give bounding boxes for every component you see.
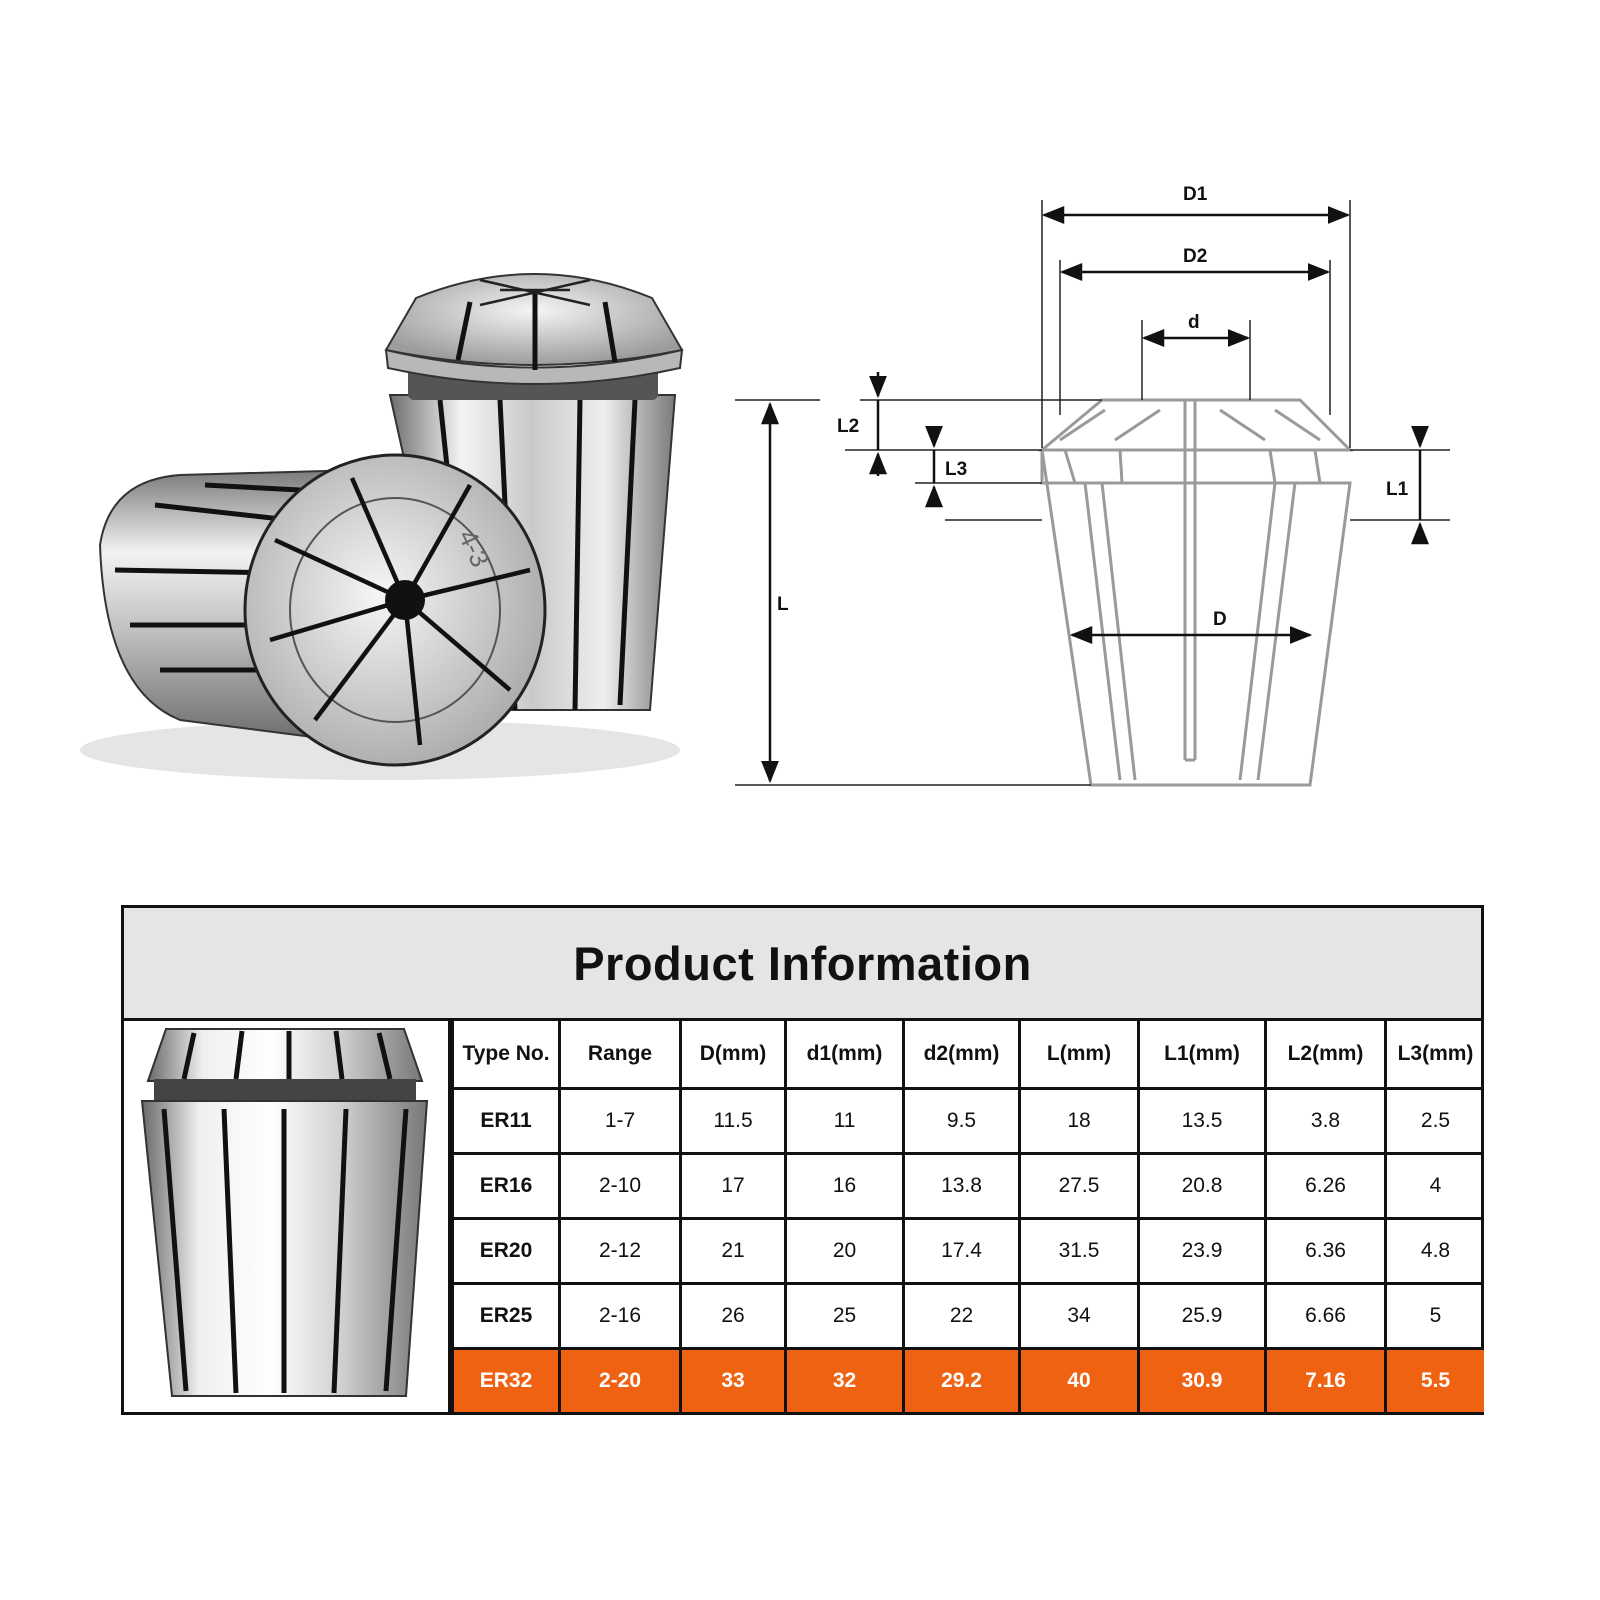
cell-l1: 13.5 bbox=[1137, 1087, 1267, 1155]
cell-range: 2-20 bbox=[558, 1347, 682, 1412]
label-L2: L2 bbox=[837, 416, 859, 437]
cell-type: ER20 bbox=[451, 1217, 561, 1285]
col-l3: L3(mm) bbox=[1384, 1021, 1484, 1090]
table-row: ER20 2-12 21 20 17.4 31.5 23.9 6.36 4.8 bbox=[451, 1217, 1484, 1285]
cell-l: 31.5 bbox=[1018, 1217, 1140, 1285]
cell-range: 2-12 bbox=[558, 1217, 682, 1285]
label-d: d bbox=[1188, 312, 1200, 333]
col-d1: d1(mm) bbox=[784, 1021, 905, 1090]
cell-type: ER11 bbox=[451, 1087, 561, 1155]
cell-type: ER32 bbox=[451, 1347, 561, 1412]
col-l1: L1(mm) bbox=[1137, 1021, 1267, 1090]
table-row: ER25 2-16 26 25 22 34 25.9 6.66 5 bbox=[451, 1282, 1484, 1350]
cell-d1: 20 bbox=[784, 1217, 905, 1285]
cell-l3: 4 bbox=[1384, 1152, 1484, 1220]
cell-l2: 7.16 bbox=[1264, 1347, 1387, 1412]
cell-l2: 3.8 bbox=[1264, 1087, 1387, 1155]
label-D: D bbox=[1213, 609, 1227, 630]
cell-d1: 32 bbox=[784, 1347, 905, 1412]
cell-d: 33 bbox=[679, 1347, 787, 1412]
cell-type: ER16 bbox=[451, 1152, 561, 1220]
cell-l1: 23.9 bbox=[1137, 1217, 1267, 1285]
cell-d1: 25 bbox=[784, 1282, 905, 1350]
col-l: L(mm) bbox=[1018, 1021, 1140, 1090]
col-range: Range bbox=[558, 1021, 682, 1090]
cell-l2: 6.36 bbox=[1264, 1217, 1387, 1285]
table-header-row: Type No. Range D(mm) d1(mm) d2(mm) L(mm)… bbox=[451, 1021, 1484, 1090]
cell-d: 11.5 bbox=[679, 1087, 787, 1155]
cell-l1: 20.8 bbox=[1137, 1152, 1267, 1220]
col-d: D(mm) bbox=[679, 1021, 787, 1090]
cell-l: 34 bbox=[1018, 1282, 1140, 1350]
cell-l1: 25.9 bbox=[1137, 1282, 1267, 1350]
label-D2: D2 bbox=[1183, 246, 1207, 267]
product-info-panel: Product Information bbox=[121, 905, 1484, 1415]
cell-type: ER25 bbox=[451, 1282, 561, 1350]
product-info-header: Product Information bbox=[124, 908, 1481, 1021]
cell-d: 17 bbox=[679, 1152, 787, 1220]
col-l2: L2(mm) bbox=[1264, 1021, 1387, 1090]
cell-l: 27.5 bbox=[1018, 1152, 1140, 1220]
dimension-drawing: D1 D2 d L2 L3 L1 L D bbox=[730, 170, 1490, 820]
cell-d: 21 bbox=[679, 1217, 787, 1285]
product-info-title: Product Information bbox=[573, 936, 1032, 990]
cell-l3: 4.8 bbox=[1384, 1217, 1484, 1285]
table-row: ER16 2-10 17 16 13.8 27.5 20.8 6.26 4 bbox=[451, 1152, 1484, 1220]
cell-d2: 13.8 bbox=[902, 1152, 1021, 1220]
col-type-no: Type No. bbox=[451, 1021, 561, 1090]
cell-range: 1-7 bbox=[558, 1087, 682, 1155]
cell-d2: 29.2 bbox=[902, 1347, 1021, 1412]
collet-outline bbox=[1037, 398, 1354, 787]
cell-l2: 6.66 bbox=[1264, 1282, 1387, 1350]
cell-d1: 11 bbox=[784, 1087, 905, 1155]
cell-l3: 2.5 bbox=[1384, 1087, 1484, 1155]
cell-l: 18 bbox=[1018, 1087, 1140, 1155]
lying-collet: 4-3 bbox=[80, 453, 680, 780]
label-L3: L3 bbox=[945, 459, 967, 480]
cell-range: 2-16 bbox=[558, 1282, 682, 1350]
cell-d1: 16 bbox=[784, 1152, 905, 1220]
cell-d2: 9.5 bbox=[902, 1087, 1021, 1155]
cell-d2: 22 bbox=[902, 1282, 1021, 1350]
cell-d: 26 bbox=[679, 1282, 787, 1350]
cell-range: 2-10 bbox=[558, 1152, 682, 1220]
cell-l3: 5 bbox=[1384, 1282, 1484, 1350]
collet-thumbnail bbox=[124, 1021, 451, 1412]
cell-d2: 17.4 bbox=[902, 1217, 1021, 1285]
table-row-highlighted: ER32 2-20 33 32 29.2 40 30.9 7.16 5.5 bbox=[451, 1347, 1484, 1412]
cell-l3: 5.5 bbox=[1384, 1347, 1484, 1412]
table-row: ER11 1-7 11.5 11 9.5 18 13.5 3.8 2.5 bbox=[451, 1087, 1484, 1155]
cell-l1: 30.9 bbox=[1137, 1347, 1267, 1412]
spec-table: Type No. Range D(mm) d1(mm) d2(mm) L(mm)… bbox=[451, 1021, 1484, 1412]
col-d2: d2(mm) bbox=[902, 1021, 1021, 1090]
label-L1: L1 bbox=[1386, 479, 1409, 500]
collet-photo: 4-3 bbox=[60, 250, 720, 790]
label-D1: D1 bbox=[1183, 184, 1208, 205]
label-L: L bbox=[777, 594, 789, 615]
cell-l2: 6.26 bbox=[1264, 1152, 1387, 1220]
cell-l: 40 bbox=[1018, 1347, 1140, 1412]
